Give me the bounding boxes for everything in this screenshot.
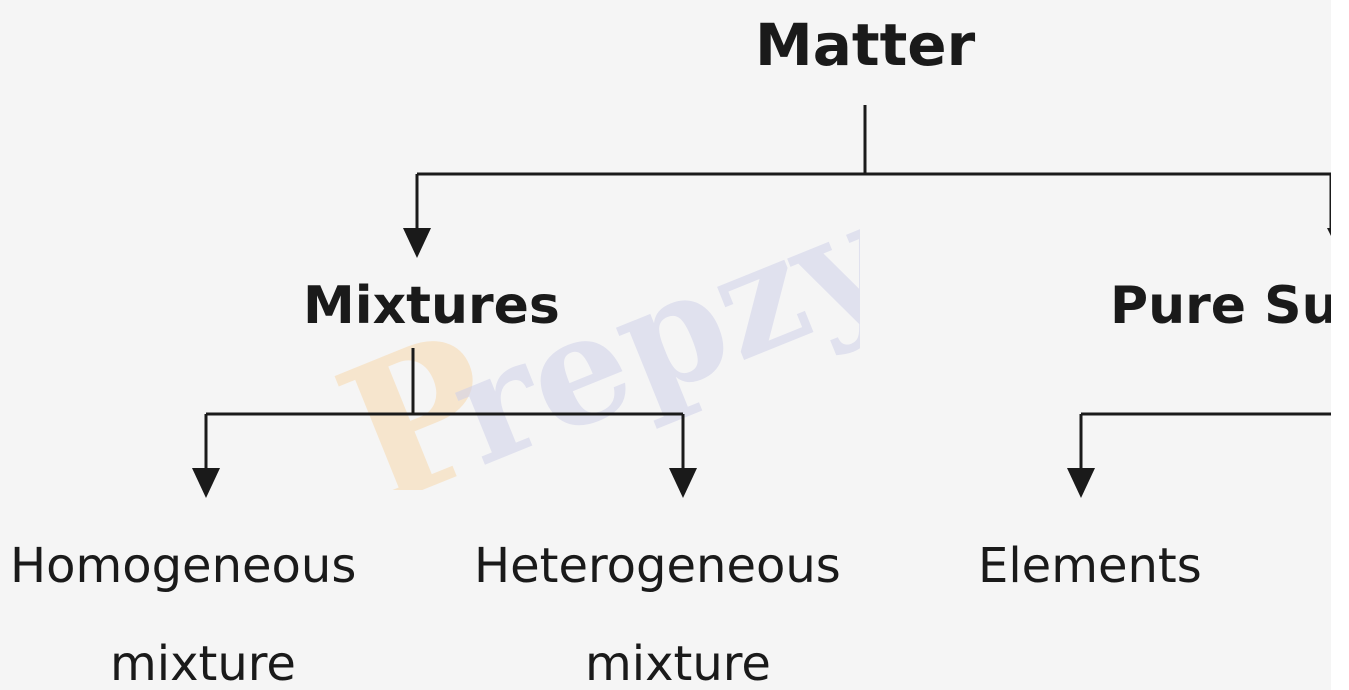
node-homogeneous-line1: Homogeneous (10, 538, 357, 594)
node-heterogeneous-line2: mixture (585, 636, 771, 690)
node-pure-substances: Pure Su (1110, 276, 1331, 336)
node-homogeneous-line2: mixture (110, 636, 296, 690)
node-mixtures: Mixtures (303, 276, 560, 336)
mixtures-arrowhead (403, 228, 431, 258)
homogeneous-arrowhead (192, 468, 220, 498)
node-elements: Elements (978, 538, 1202, 594)
pure-arrowhead (1327, 228, 1331, 236)
node-matter: Matter (755, 11, 976, 79)
elements-arrowhead (1067, 468, 1095, 498)
heterogeneous-arrowhead (669, 468, 697, 498)
node-heterogeneous-line1: Heterogeneous (474, 538, 841, 594)
